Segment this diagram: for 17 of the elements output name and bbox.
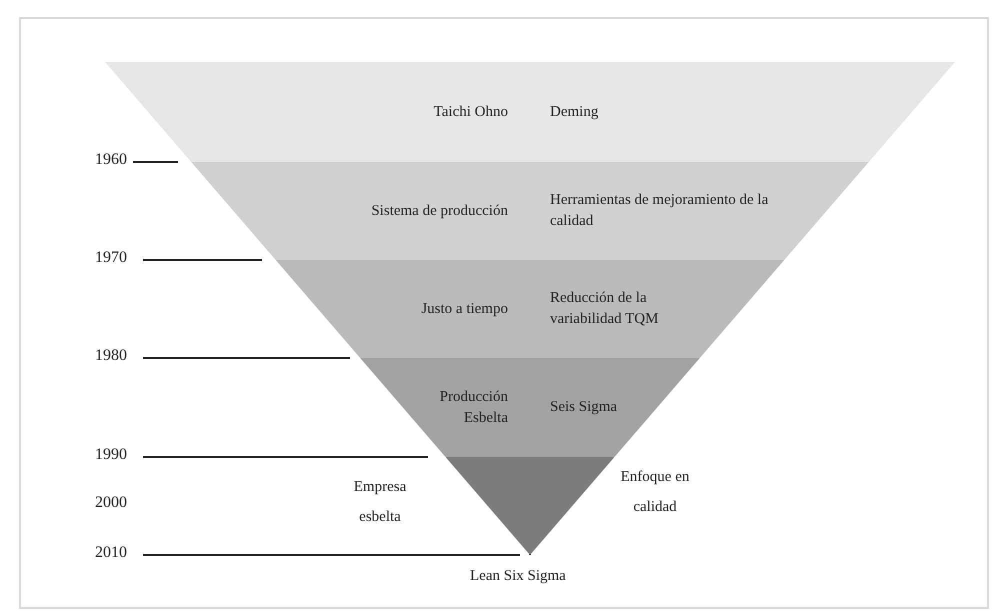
- side-text: Enfoque en calidad: [620, 468, 690, 517]
- band-text: Reducción de la variabilidad TQM: [550, 289, 660, 329]
- band-text: Justo a tiempo: [420, 300, 508, 318]
- band-text: Sistema de producción: [370, 202, 508, 220]
- side-text: Empresa esbelta: [352, 478, 408, 527]
- year-label: 1960: [95, 151, 127, 169]
- band-text: Seis Sigma: [550, 398, 618, 417]
- caption-text: Lean Six Sigma: [470, 567, 566, 586]
- band-text: Producción Esbelta: [438, 388, 508, 428]
- band-text: Deming: [550, 102, 600, 122]
- year-label: 1980: [95, 347, 127, 365]
- year-label: 1990: [95, 446, 127, 464]
- year-label: 2000: [95, 494, 127, 512]
- band-text: Taichi Ohno: [432, 102, 508, 122]
- year-label: 2010: [95, 544, 127, 562]
- year-label: 1970: [95, 249, 127, 267]
- band-text: Herramientas de mejoramiento de la calidad: [550, 191, 770, 231]
